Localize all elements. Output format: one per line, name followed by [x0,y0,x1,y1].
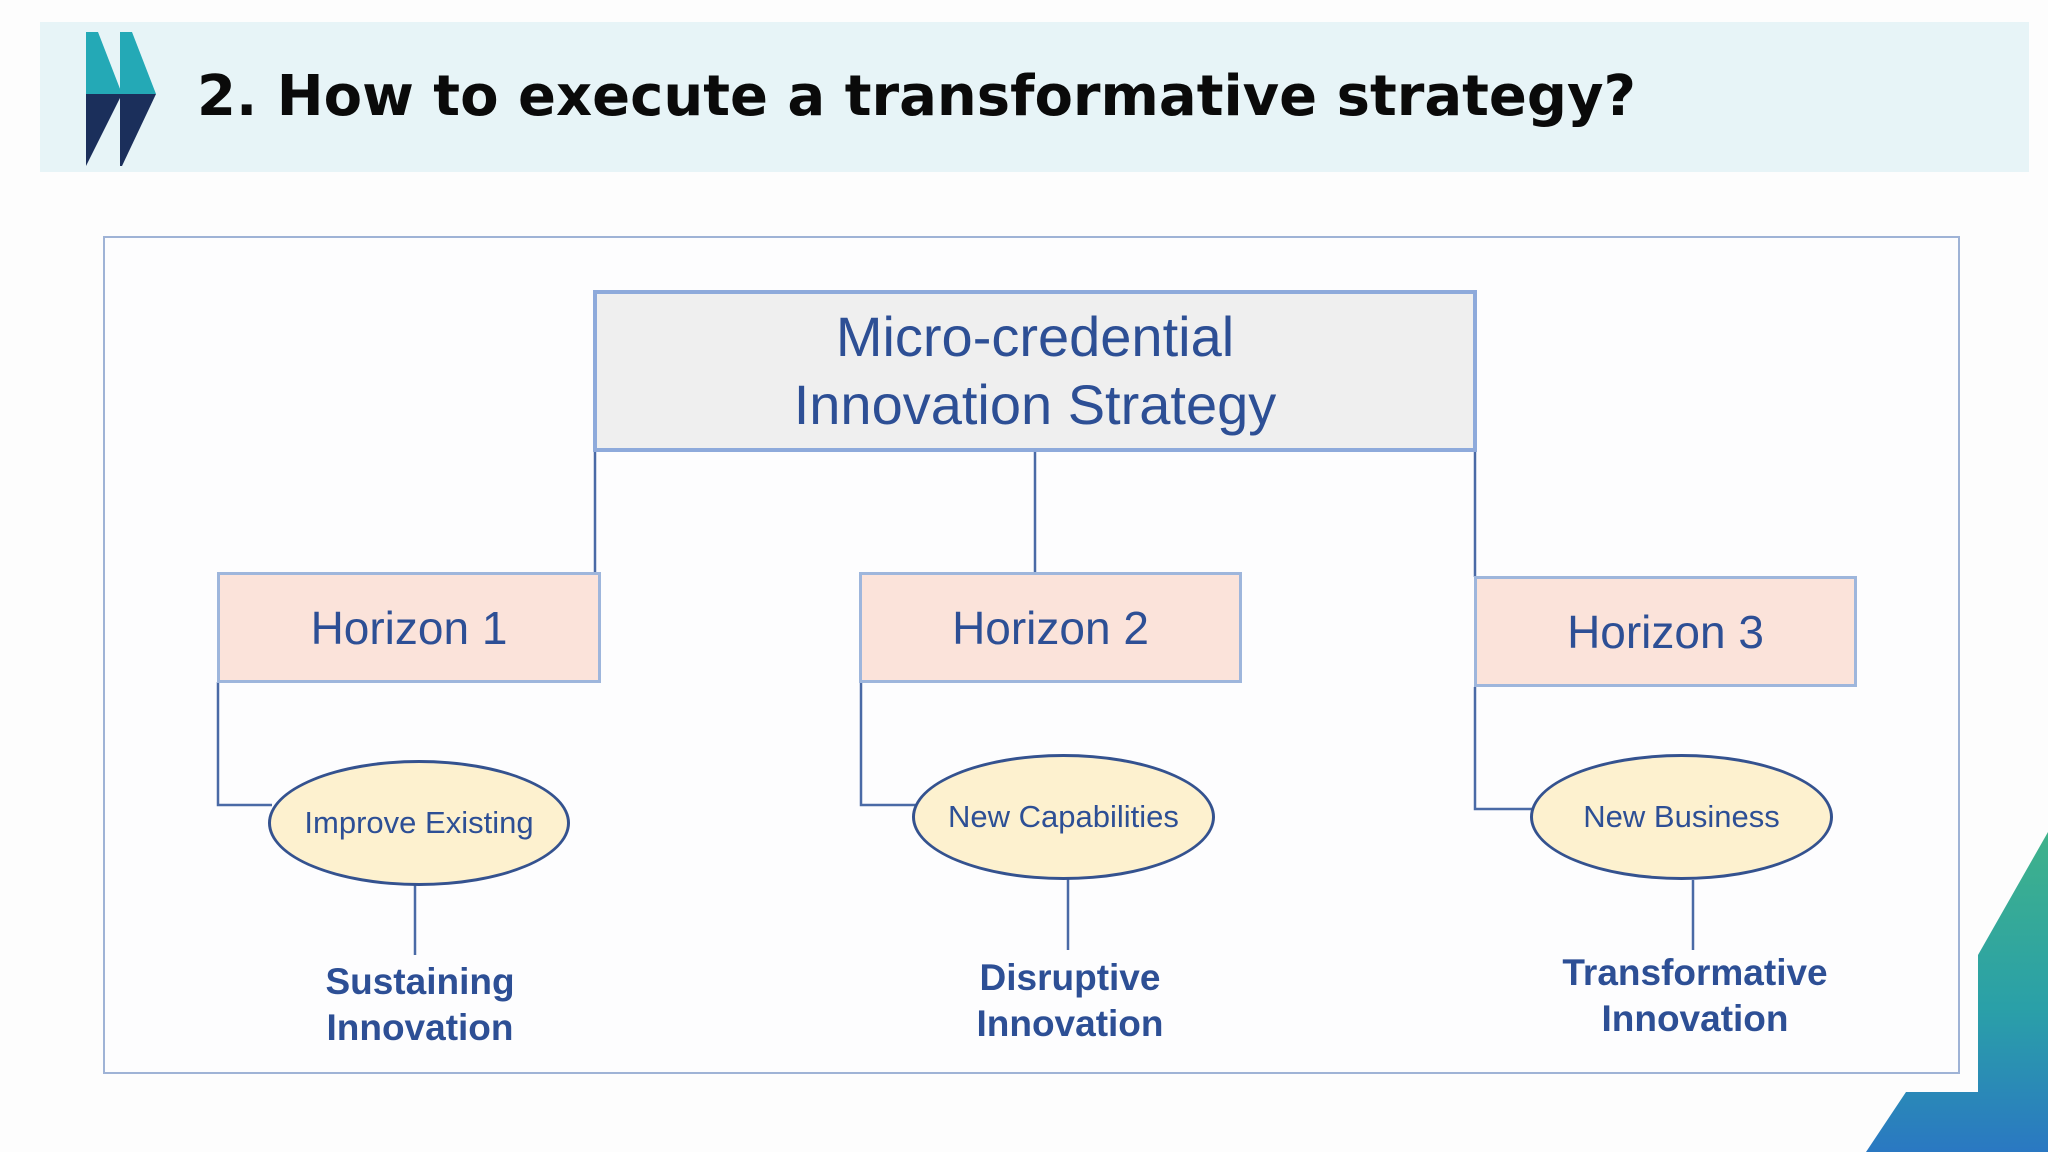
connector-h2-ellipse [859,682,916,807]
outcome-sustaining-innovation: Sustaining Innovation [260,959,580,1051]
improve-existing-ellipse: Improve Existing [268,760,570,886]
corner-decoration-shape [1866,832,2048,1152]
outcome-3-line1: Transformative [1562,952,1828,993]
outcome-2-line2: Innovation [976,1003,1164,1044]
chevron-right-upper [120,32,156,94]
root-title-line1: Micro-credential [835,305,1235,368]
outcome-3-line2: Innovation [1601,998,1789,1039]
outcome-disruptive-innovation: Disruptive Innovation [910,955,1230,1047]
chevron-left-upper [86,32,122,94]
connector-h3-ellipse [1473,687,1532,811]
chevron-left-lower [86,94,122,166]
horizon-2-box: Horizon 2 [859,572,1242,683]
root-title-line2: Innovation Strategy [793,373,1277,436]
outcome-transformative-innovation: Transformative Innovation [1520,950,1870,1042]
ellipse-2-label: New Capabilities [948,799,1179,834]
outcome-1-line1: Sustaining [325,961,515,1002]
outcome-1-line2: Innovation [326,1007,514,1048]
outcome-2-line1: Disruptive [979,957,1161,998]
root-strategy-box: Micro-credential Innovation Strategy [593,290,1477,452]
double-chevron-right-icon [86,32,156,166]
horizon-1-box: Horizon 1 [217,572,601,683]
ellipse-3-label: New Business [1583,799,1780,834]
horizon-3-label: Horizon 3 [1567,605,1764,658]
slide-title: 2. How to execute a transformative strat… [197,64,1636,129]
ellipse-1-label: Improve Existing [304,805,534,840]
connector-h1-ellipse [216,682,272,807]
title-bar [40,22,2029,172]
chevron-right-lower [120,94,156,166]
new-capabilities-ellipse: New Capabilities [912,754,1215,880]
horizon-3-box: Horizon 3 [1474,576,1857,687]
new-business-ellipse: New Business [1530,754,1833,880]
horizon-1-label: Horizon 1 [310,601,508,654]
horizon-2-label: Horizon 2 [952,601,1149,654]
